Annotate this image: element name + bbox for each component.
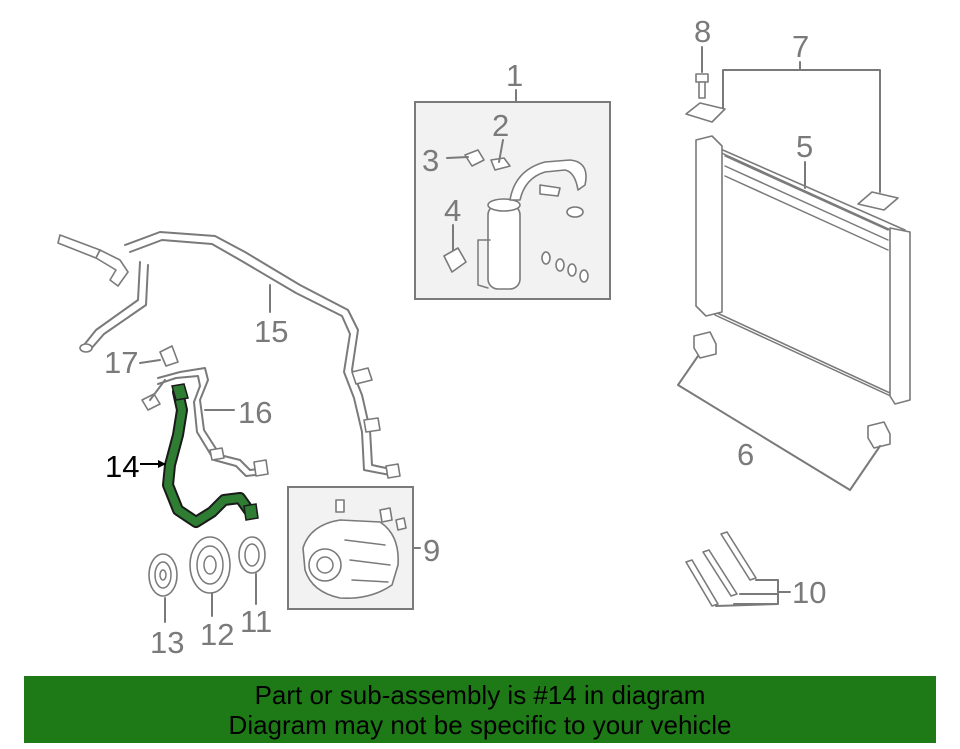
condenser-group <box>677 46 911 491</box>
clutch-parts-group <box>148 536 266 623</box>
receiver-drier-kit-group <box>414 89 611 300</box>
callout-1: 1 <box>506 58 523 93</box>
callout-8: 8 <box>694 14 711 49</box>
callout-4: 4 <box>444 193 461 228</box>
liquid-line-group <box>139 345 269 477</box>
callout-11: 11 <box>240 604 272 639</box>
banner-line-2: Diagram may not be specific to your vehi… <box>228 709 732 740</box>
discharge-hose-14[interactable] <box>140 383 259 528</box>
callout-10: 10 <box>792 575 826 610</box>
suction-line-group <box>57 231 401 479</box>
bolts-group <box>685 531 791 607</box>
callout-13: 13 <box>150 625 184 660</box>
callout-16: 16 <box>238 395 272 430</box>
callout-9: 9 <box>423 533 440 568</box>
compressor-kit-group <box>287 486 421 610</box>
callout-6: 6 <box>737 437 754 472</box>
callout-7: 7 <box>792 29 809 64</box>
callout-17: 17 <box>104 345 138 380</box>
callout-3: 3 <box>422 143 439 178</box>
callout-5: 5 <box>796 129 813 164</box>
banner-line-1: Part or sub-assembly is #14 in diagram <box>254 679 706 710</box>
callout-14: 14 <box>105 449 139 484</box>
callout-2: 2 <box>492 108 509 143</box>
callout-12: 12 <box>200 617 234 652</box>
info-banner: Part or sub-assembly is #14 in diagram D… <box>24 676 936 743</box>
callout-15: 15 <box>254 314 288 349</box>
